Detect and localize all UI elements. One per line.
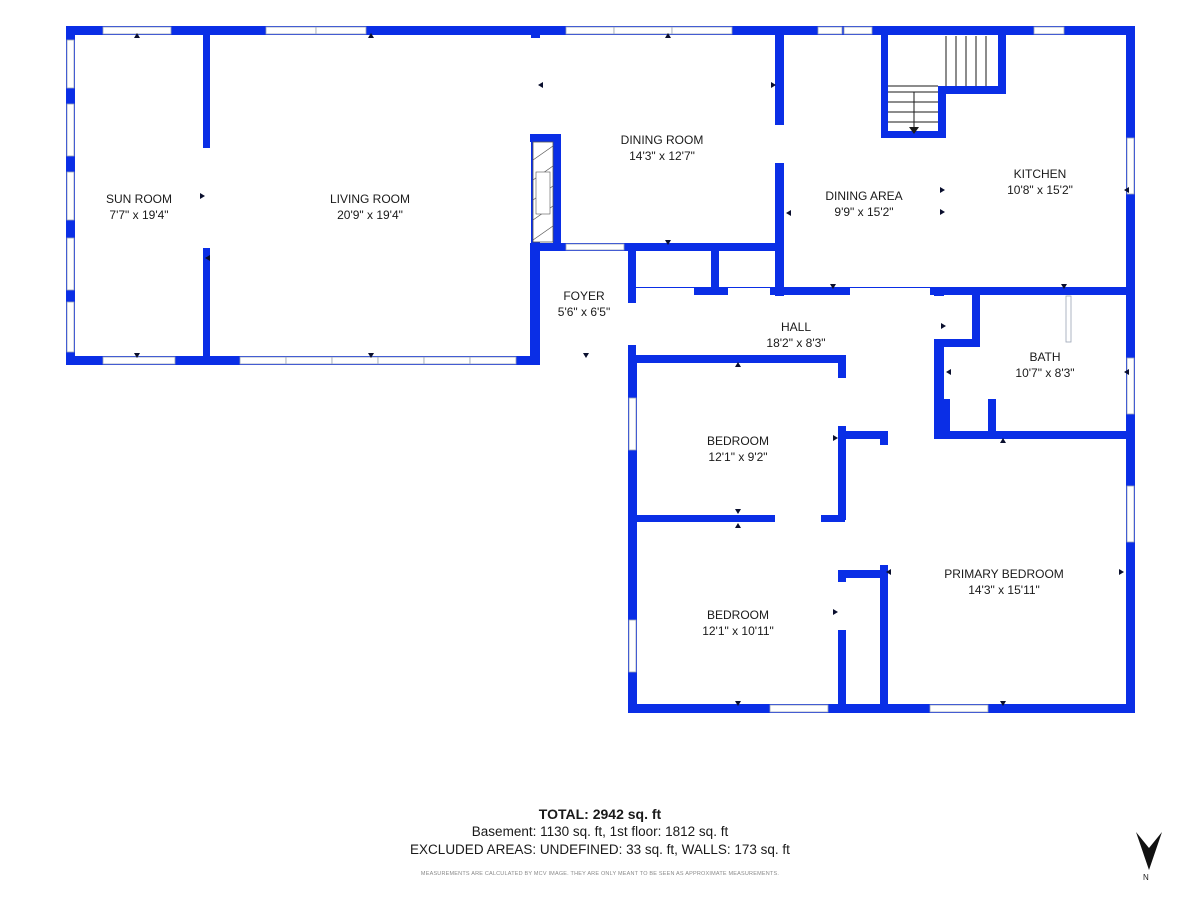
total-area: TOTAL: 2942 sq. ft bbox=[0, 806, 1200, 822]
hall-bath-walls bbox=[934, 287, 1134, 439]
room-dims-bedroom-1: 12'1" x 9'2" bbox=[708, 450, 767, 464]
room-dims-dining-room: 14'3" x 12'7" bbox=[629, 149, 695, 163]
windows bbox=[66, 26, 1135, 713]
room-name-primary-bedroom: PRIMARY BEDROOM bbox=[944, 567, 1064, 581]
floor-areas: Basement: 1130 sq. ft, 1st floor: 1812 s… bbox=[471, 824, 729, 839]
room-dims-living-room: 20'9" x 19'4" bbox=[337, 208, 403, 222]
room-name-bath: BATH bbox=[1029, 350, 1060, 364]
room-dims-foyer: 5'6" x 6'5" bbox=[558, 305, 610, 319]
north-arrow-icon bbox=[1136, 832, 1162, 870]
room-dims-hall: 18'2" x 8'3" bbox=[766, 336, 825, 350]
bedroom-wing-walls bbox=[628, 355, 1135, 713]
room-name-dining-room: DINING ROOM bbox=[621, 133, 704, 147]
room-dims-primary-bedroom: 14'3" x 15'11" bbox=[968, 583, 1040, 597]
room-name-sun-room: SUN ROOM bbox=[106, 192, 172, 206]
room-name-bedroom-1: BEDROOM bbox=[707, 434, 769, 448]
room-dims-kitchen: 10'8" x 15'2" bbox=[1007, 183, 1073, 197]
room-dims-bedroom-2: 12'1" x 10'11" bbox=[702, 624, 774, 638]
room-labels: SUN ROOM 7'7" x 19'4" LIVING ROOM 20'9" … bbox=[106, 133, 1075, 638]
room-name-kitchen: KITCHEN bbox=[1014, 167, 1067, 181]
room-name-bedroom-2: BEDROOM bbox=[707, 608, 769, 622]
kitchen-walls bbox=[784, 26, 1135, 438]
excluded-areas: EXCLUDED AREAS: UNDEFINED: 33 sq. ft, WA… bbox=[410, 842, 790, 857]
fireplace-icon bbox=[532, 141, 554, 243]
room-dims-sun-room: 7'7" x 19'4" bbox=[109, 208, 168, 222]
stairs-icon bbox=[888, 36, 987, 134]
room-name-living-room: LIVING ROOM bbox=[330, 192, 410, 206]
room-name-foyer: FOYER bbox=[563, 289, 605, 303]
room-dims-dining-area: 9'9" x 15'2" bbox=[834, 205, 893, 219]
room-name-dining-area: DINING AREA bbox=[825, 189, 902, 203]
door-markers bbox=[134, 33, 1129, 706]
room-name-hall: HALL bbox=[781, 320, 811, 334]
doorways bbox=[203, 38, 988, 630]
room-dims-bath: 10'7" x 8'3" bbox=[1015, 366, 1074, 380]
measurement-disclaimer: MEASUREMENTS ARE CALCULATED BY MCV IMAGE… bbox=[420, 871, 780, 877]
total-label: TOTAL: bbox=[538, 806, 589, 822]
north-label: N bbox=[1143, 873, 1149, 882]
total-value: 2942 sq. ft bbox=[592, 806, 662, 822]
